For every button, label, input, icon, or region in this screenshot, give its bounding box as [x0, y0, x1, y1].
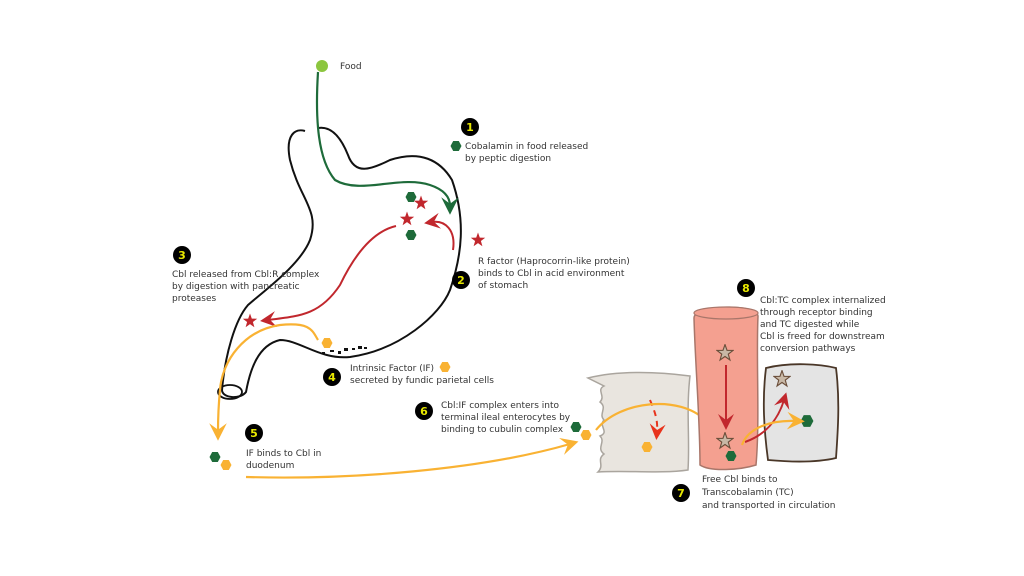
svg-text:5: 5 [250, 427, 258, 440]
svg-text:Cbl:IF complex enters into: Cbl:IF complex enters into [441, 401, 560, 411]
svg-text:terminal ileal enterocytes by: terminal ileal enterocytes by [441, 413, 571, 423]
hexagon-molecule-icon [321, 338, 333, 348]
svg-text:secreted by fundic parietal ce: secreted by fundic parietal cells [350, 376, 494, 386]
svg-text:conversion pathways: conversion pathways [760, 344, 856, 354]
svg-text:4: 4 [328, 371, 336, 384]
food-label: Food [340, 62, 362, 72]
hexagon-molecule-icon [405, 192, 417, 202]
svg-text:Cbl:TC complex internalized: Cbl:TC complex internalized [760, 296, 886, 306]
food-path-arrow [315, 71, 459, 215]
step-1: 1 Cobalamin in food released by peptic d… [450, 118, 588, 164]
svg-text:by digestion with pancreatic: by digestion with pancreatic [172, 282, 300, 292]
hexagon-molecule-icon [439, 362, 451, 372]
star-molecule-icon [470, 232, 486, 247]
svg-text:Free Cbl binds to: Free Cbl binds to [702, 475, 778, 485]
svg-text:Cbl released from Cbl:R comple: Cbl released from Cbl:R complex [172, 270, 320, 280]
svg-text:binding to cubulin complex: binding to cubulin complex [441, 425, 564, 435]
svg-text:and transported in circulation: and transported in circulation [702, 501, 835, 511]
svg-text:7: 7 [677, 487, 685, 500]
svg-text:and TC digested while: and TC digested while [760, 320, 860, 330]
star-molecule-icon [242, 313, 258, 328]
step-4: 4 Intrinsic Factor (IF) secreted by fund… [323, 364, 494, 386]
duodenum-opening [217, 384, 243, 400]
if-path-arrow [209, 323, 319, 441]
svg-text:3: 3 [178, 249, 186, 262]
svg-text:proteases: proteases [172, 294, 217, 304]
svg-text:of stomach: of stomach [478, 281, 528, 291]
hexagon-molecule-icon [220, 460, 232, 470]
step-2: 2 R factor (Haprocorrin-like protein) bi… [452, 257, 630, 291]
hexagon-molecule-icon [209, 452, 221, 462]
r-factor-arrow [424, 212, 455, 251]
stomach-outline [220, 126, 462, 398]
hexagon-molecule-icon [580, 430, 592, 440]
svg-text:duodenum: duodenum [246, 461, 294, 471]
step-8: 8 Cbl:TC complex internalized through re… [737, 279, 886, 354]
svg-text:1: 1 [466, 121, 474, 134]
svg-text:Intrinsic Factor (IF): Intrinsic Factor (IF) [350, 364, 434, 374]
parietal-cells [322, 346, 367, 354]
svg-text:Transcobalamin (TC): Transcobalamin (TC) [701, 488, 794, 498]
duodenum-to-ileum-arrow [245, 437, 579, 479]
r-complex-path-arrow [260, 225, 397, 327]
vessel-opening [693, 306, 759, 320]
svg-text:6: 6 [420, 405, 428, 418]
step-3: 3 Cbl released from Cbl:R complex by dig… [172, 246, 320, 304]
svg-text:8: 8 [742, 282, 750, 295]
svg-text:2: 2 [457, 274, 465, 287]
svg-text:through receptor binding: through receptor binding [760, 308, 873, 318]
star-molecule-icon [399, 211, 415, 226]
cbl-release-arrow [744, 392, 790, 443]
step-7: 7 Free Cbl binds to Transcobalamin (TC) … [672, 475, 835, 511]
if-degradation-arrow [649, 399, 666, 440]
hexagon-molecule-icon [450, 141, 462, 151]
svg-text:Cobalamin in food released: Cobalamin in food released [465, 142, 588, 152]
step-5: 5 IF binds to Cbl in duodenum [245, 424, 321, 471]
svg-text:by peptic digestion: by peptic digestion [465, 154, 551, 164]
svg-text:Cbl is freed for downstream: Cbl is freed for downstream [760, 332, 885, 342]
step-6: 6 Cbl:IF complex enters into terminal il… [415, 401, 571, 435]
svg-text:IF binds to Cbl in: IF binds to Cbl in [246, 449, 321, 459]
svg-text:binds to Cbl in acid environme: binds to Cbl in acid environment [478, 269, 625, 279]
target-cell [762, 363, 840, 463]
enterocyte-cell [585, 371, 691, 473]
food-dot [316, 60, 328, 72]
hexagon-molecule-icon [570, 422, 582, 432]
hexagon-molecule-icon [405, 230, 417, 240]
cbl-uptake-arrow [740, 411, 805, 446]
svg-text:R factor (Haprocorrin-like pro: R factor (Haprocorrin-like protein) [478, 257, 630, 267]
